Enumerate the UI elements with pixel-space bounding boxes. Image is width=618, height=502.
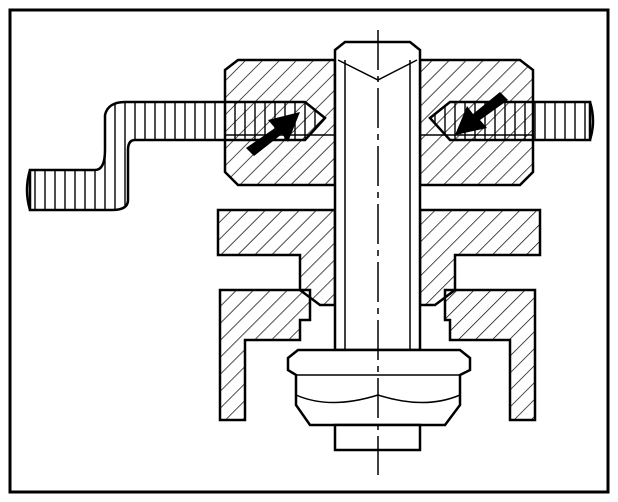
arrow-left [246, 112, 300, 156]
lower-housing [218, 288, 537, 422]
flange-middle [216, 208, 542, 307]
arrow-right [455, 92, 508, 135]
